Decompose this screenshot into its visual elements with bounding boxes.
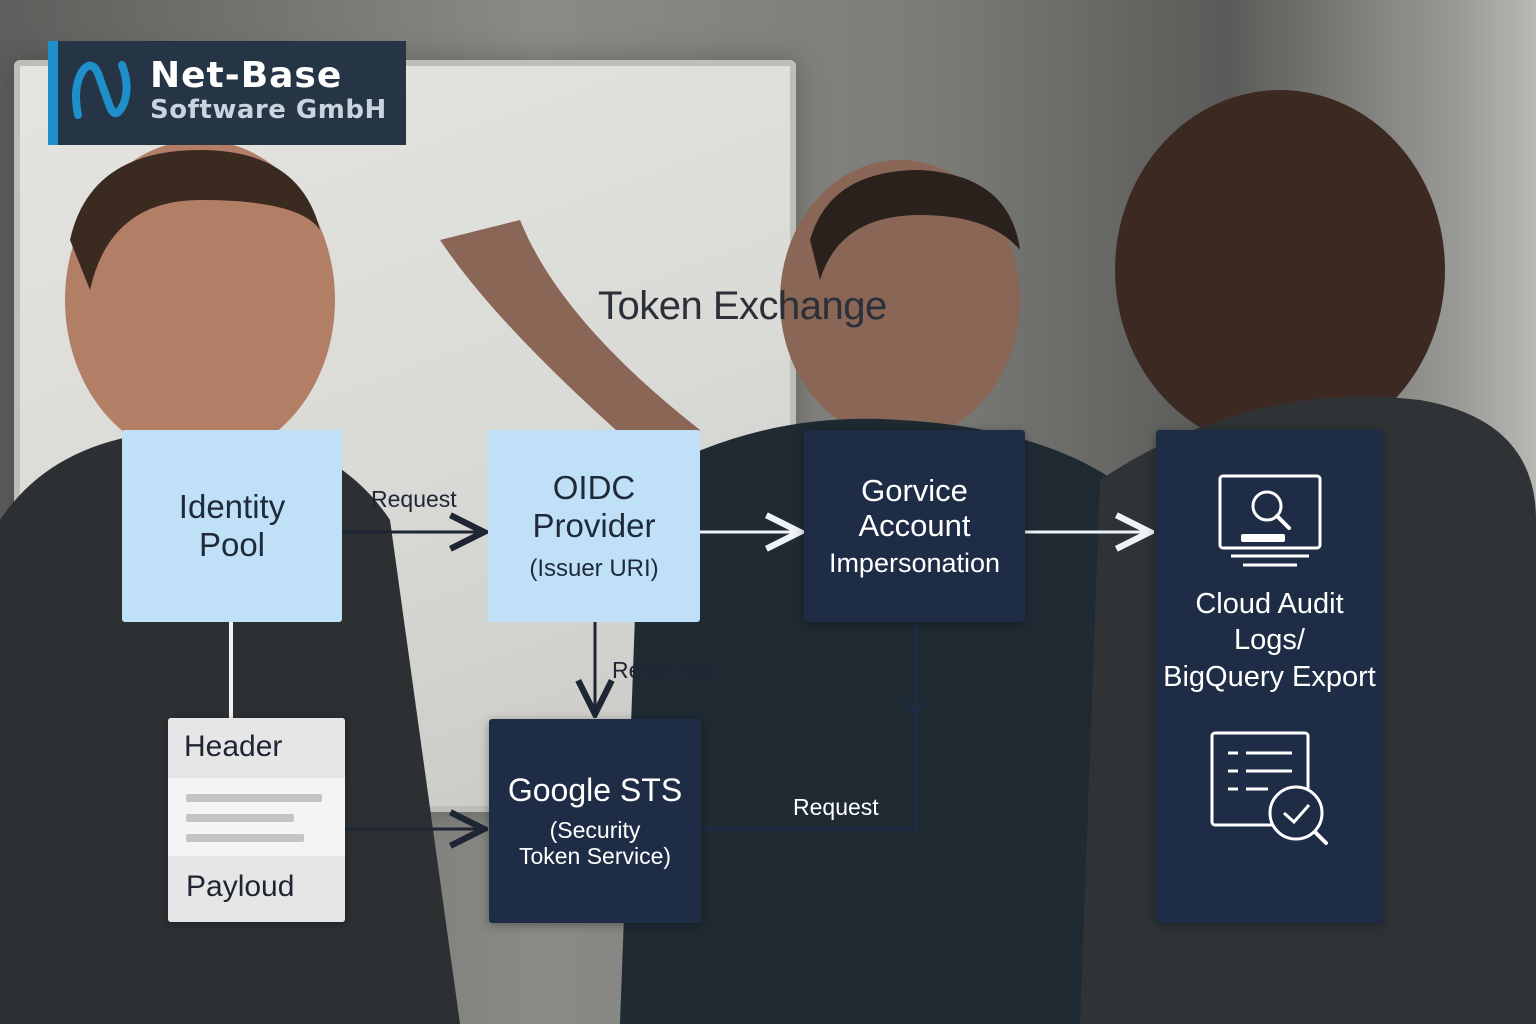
node-oidc-line-3: (Issuer URI) [529,555,659,583]
node-service-line-2: Account [858,508,971,544]
node-identity-pool-line-1: Identity [178,488,286,526]
node-service-account: Gorvice Account Impersonation [804,430,1025,622]
token-card-payload: Payloud [186,870,295,903]
monitor-search-icon [1218,474,1321,567]
edge-label-request-1: Request [371,486,457,512]
edge-sts-to-service-arrow-icon [902,699,930,717]
logo-name: Net-Base [150,55,343,96]
node-sts-line-1: Google STS [507,772,683,809]
node-oidc-line-1: OIDC [552,469,636,507]
token-card-line [186,814,294,822]
logo-wave-icon [72,61,131,119]
node-sts-line-3: Token Service) [518,843,672,870]
node-oidc-provider: OIDC Provider (Issuer URI) [488,430,700,622]
node-oidc-line-2: Provider [532,507,656,545]
edge-label-response: Response [612,657,716,683]
token-card-header: Header [184,730,283,763]
diagram-title: Token Exchange [598,284,887,328]
node-identity-pool: Identity Pool [122,430,342,622]
company-logo: Net-Base Software GmbH [48,41,406,145]
node-audit-line-3: BigQuery Export [1163,660,1376,693]
node-identity-pool-line-2: Pool [198,526,266,563]
token-card-footer-band [168,856,345,922]
node-google-sts: Google STS (Security Token Service) [489,719,701,923]
node-service-line-1: Gorvice [861,472,968,508]
edge-sts-to-service [700,622,918,831]
token-card-header-band [168,718,345,778]
node-service-line-3: Impersonation [828,548,1001,579]
node-audit-line-1: Cloud Audit [1195,588,1344,620]
logo-subtitle: Software GmbH [150,95,387,125]
document-check-icon [1210,731,1328,845]
node-sts-line-2: (Security [549,816,641,843]
edge-label-request-2: Request [793,794,879,820]
node-cloud-audit: Cloud Audit Logs/ BigQuery Export [1156,430,1383,923]
token-card: Header Payloud [168,718,345,922]
token-card-line [186,834,304,842]
token-card-line [186,794,322,802]
node-audit-line-2: Logs/ [1234,624,1305,657]
